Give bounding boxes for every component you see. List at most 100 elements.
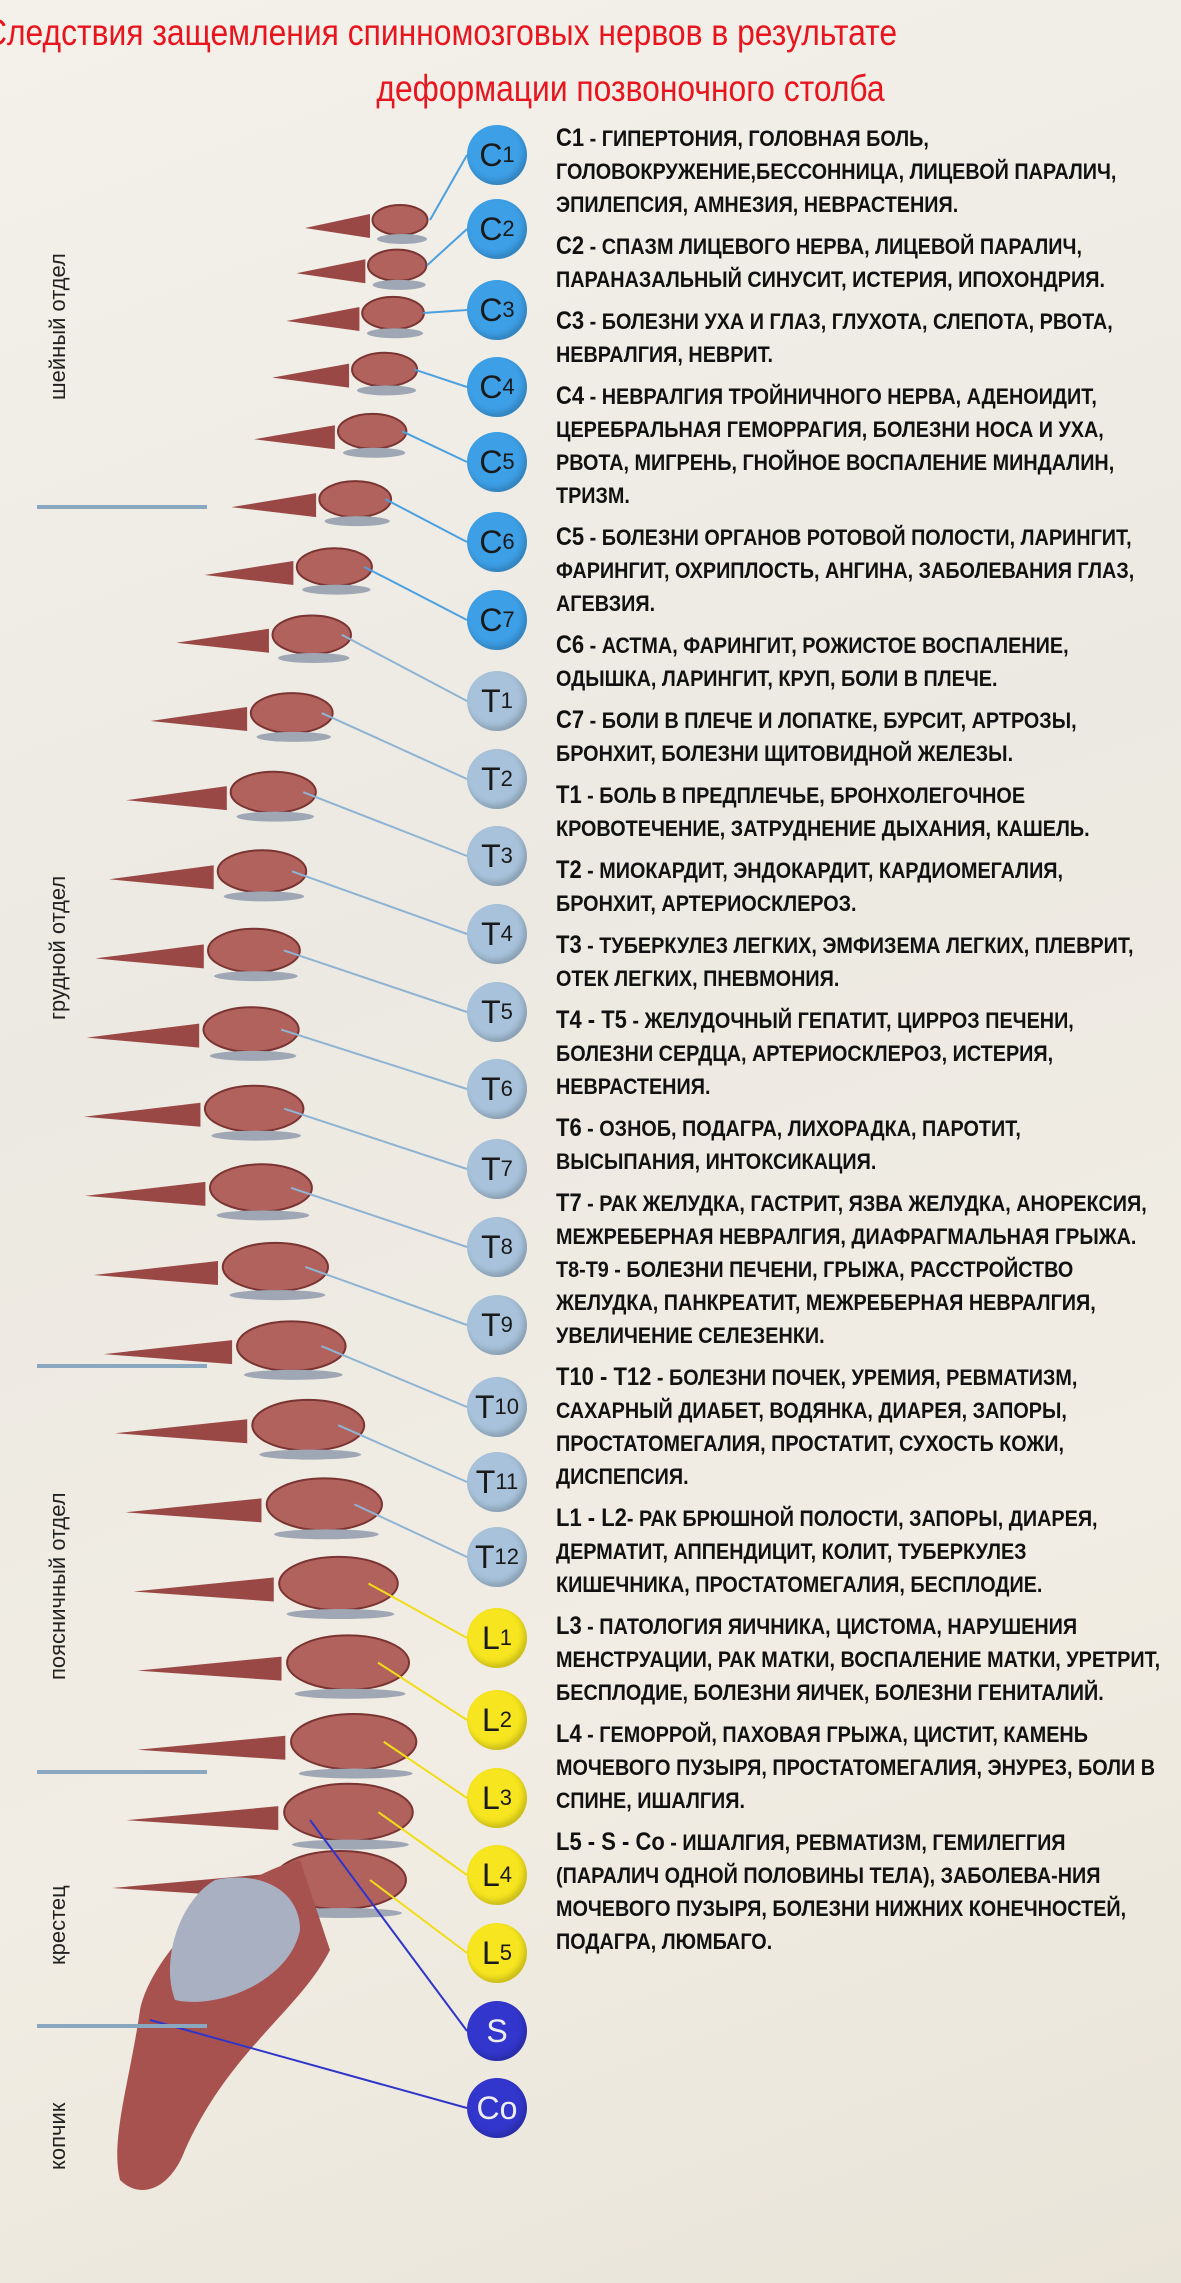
vertebra-number: 3: [502, 297, 515, 322]
spinous-process: [231, 493, 317, 518]
vertebra-letter: T: [475, 1463, 496, 1500]
symptom-text: - БОЛЕЗНИ ОРГАНОВ РОТОВОЙ ПОЛОСТИ, ЛАРИН…: [556, 525, 1135, 616]
intervertebral-disc: [357, 385, 417, 396]
symptom-code: L1 - L2: [556, 1504, 627, 1532]
intervertebral-disc: [223, 891, 305, 902]
vertebra-body: [203, 1084, 305, 1133]
vertebra-letter: C: [479, 523, 503, 560]
nerve-line: [353, 1503, 468, 1558]
nerve-line: [401, 430, 468, 463]
symptom-code: T1: [556, 781, 582, 809]
nerve-line: [363, 566, 468, 621]
sacrum-surface: [169, 1877, 300, 2002]
symptom-code: T4 - T5: [556, 1006, 627, 1034]
region-divider: [37, 505, 207, 509]
region-label-sacrum: крестец: [45, 1885, 70, 1965]
vertebra-letter: S: [486, 2012, 508, 2049]
symptom-block: L1 - L2- РАК БРЮШНОЙ ПОЛОСТИ, ЗАПОРЫ, ДИ…: [556, 1502, 1163, 1601]
vertebra-body: [295, 547, 373, 587]
spinous-process: [133, 1577, 274, 1602]
symptom-text: - ГЕМОРРОЙ, ПАХОВАЯ ГРЫЖА, ЦИСТИТ, КАМЕН…: [556, 1722, 1156, 1813]
vertebra-letter: C: [479, 136, 503, 173]
nerve-line: [377, 1661, 468, 1721]
spinous-process: [150, 707, 248, 732]
vertebra-body: [318, 480, 393, 519]
symptom-text: - БОЛЬ В ПРЕДПЛЕЧЬЕ, БРОНХОЛЕГОЧНОЕ КРОВ…: [556, 783, 1090, 841]
vertebra-letter: T: [481, 1070, 501, 1107]
vertebra-body: [361, 295, 425, 331]
vertebra-body: [265, 1477, 383, 1532]
vertebra-number: 3: [500, 843, 513, 868]
vertebra-body: [351, 351, 419, 388]
vertebra-number: 1: [502, 142, 515, 167]
vertebra-number: 11: [495, 1469, 519, 1494]
symptom-text: - ГИПЕРТОНИЯ, ГОЛОВНАЯ БОЛЬ, ГОЛОВОКРУЖЕ…: [556, 126, 1117, 217]
vertebra-body: [278, 1555, 399, 1612]
vertebra-body: [249, 692, 334, 734]
spinous-process: [114, 1419, 248, 1444]
vertebra-body: [271, 614, 352, 656]
symptom-text: - РАК БРЮШНОЙ ПОЛОСТИ, ЗАПОРЫ, ДИАРЕЯ, Д…: [556, 1506, 1098, 1597]
nerve-line: [369, 1879, 468, 1954]
vertebra-number: 6: [502, 529, 515, 554]
intervertebral-disc: [236, 811, 314, 822]
vertebra-letter: L: [481, 1934, 500, 1971]
vertebra-body: [209, 1163, 313, 1213]
vertebra-number: 10: [494, 1394, 520, 1419]
symptom-code: T6: [556, 1114, 582, 1142]
title-line-2: деформации позвоночного столба: [376, 68, 885, 109]
vertebra-number: 2: [499, 1707, 513, 1732]
region-label-cervical: шейный отдел: [45, 253, 70, 400]
vertebra-letter: T: [481, 837, 501, 874]
symptom-text: - ПАТОЛОГИЯ ЯИЧНИКА, ЦИСТОМА, НАРУШЕНИЯ …: [556, 1614, 1161, 1705]
nerve-line: [422, 309, 468, 315]
symptom-block: C4 - НЕВРАЛГИЯ ТРОЙНИЧНОГО НЕРВА, АДЕНОИ…: [556, 380, 1163, 512]
symptom-block: C2 - СПАЗМ ЛИЦЕВОГО НЕРВА, ЛИЦЕВОЙ ПАРАЛ…: [556, 230, 1163, 296]
vertebra-letter: C: [479, 291, 503, 328]
symptom-block: C6 - АСТМА, ФАРИНГИТ, РОЖИСТОЕ ВОСПАЛЕНИ…: [556, 629, 1163, 695]
vertebra-letter: T: [481, 993, 501, 1030]
vertebra-letter: L: [481, 1619, 500, 1656]
region-divider: [37, 2024, 207, 2028]
symptom-text: - ЖЕЛУДОЧНЫЙ ГЕПАТИТ, ЦИРРОЗ ПЕЧЕНИ, БОЛ…: [556, 1008, 1074, 1099]
vertebra-body: [236, 1320, 347, 1372]
intervertebral-disc: [259, 1449, 362, 1460]
symptom-code: C3: [556, 307, 585, 335]
symptom-code: C6: [556, 631, 585, 659]
title-line-1: Следствия защемления спинномозговых нерв…: [0, 12, 898, 53]
spinous-process: [86, 1023, 200, 1048]
nerve-line: [367, 1582, 468, 1639]
vertebra-letter: T: [481, 760, 501, 797]
intervertebral-disc: [278, 653, 350, 664]
symptom-block: C1 - ГИПЕРТОНИЯ, ГОЛОВНАЯ БОЛЬ, ГОЛОВОКР…: [556, 122, 1163, 221]
vertebra-number: 3: [499, 1785, 513, 1810]
spinous-process: [109, 865, 214, 890]
symptom-text: - БОЛЕЗНИ УХА И ГЛАЗ, ГЛУХОТА, СЛЕПОТА, …: [556, 309, 1113, 367]
symptom-code: T7: [556, 1189, 582, 1217]
spinous-process: [103, 1340, 233, 1365]
vertebra-body: [229, 770, 317, 814]
vertebra-body: [367, 248, 428, 282]
vertebra-number: 4: [500, 921, 513, 946]
nerve-line: [309, 1819, 468, 2032]
nerve-line: [429, 154, 468, 221]
nerve-line: [320, 1345, 468, 1408]
vertebra-body: [283, 1782, 414, 1842]
symptom-block: T10 - T12 - БОЛЕЗНИ ПОЧЕК, УРЕМИЯ, РЕВМА…: [556, 1361, 1163, 1493]
spinous-process: [254, 425, 335, 450]
symptom-block: T2 - МИОКАРДИТ, ЭНДОКАРДИТ, КАРДИОМЕГАЛИ…: [556, 854, 1163, 920]
